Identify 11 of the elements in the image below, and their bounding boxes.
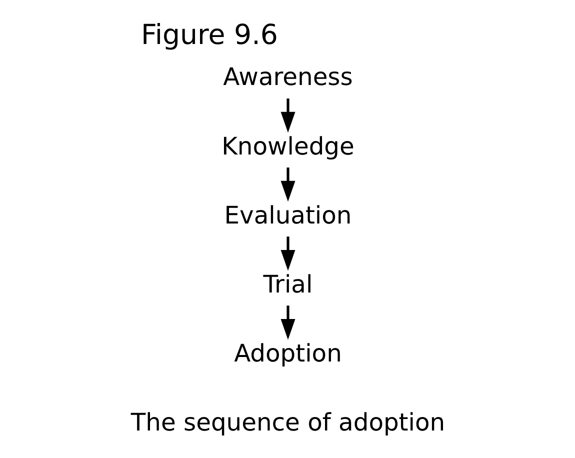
arrow bbox=[280, 98, 295, 133]
caption: The sequence of adoption bbox=[130, 408, 445, 436]
node-text: Trial bbox=[262, 270, 312, 298]
arrow bbox=[280, 306, 295, 340]
arrow bbox=[280, 168, 295, 202]
node-text: Awareness bbox=[222, 63, 352, 92]
node-text: Evaluation bbox=[224, 201, 352, 230]
node-text: Adoption bbox=[234, 339, 342, 368]
node-text: Knowledge bbox=[221, 132, 354, 160]
arrow bbox=[280, 236, 295, 271]
diagram-title: Figure 9.6 bbox=[140, 18, 278, 51]
